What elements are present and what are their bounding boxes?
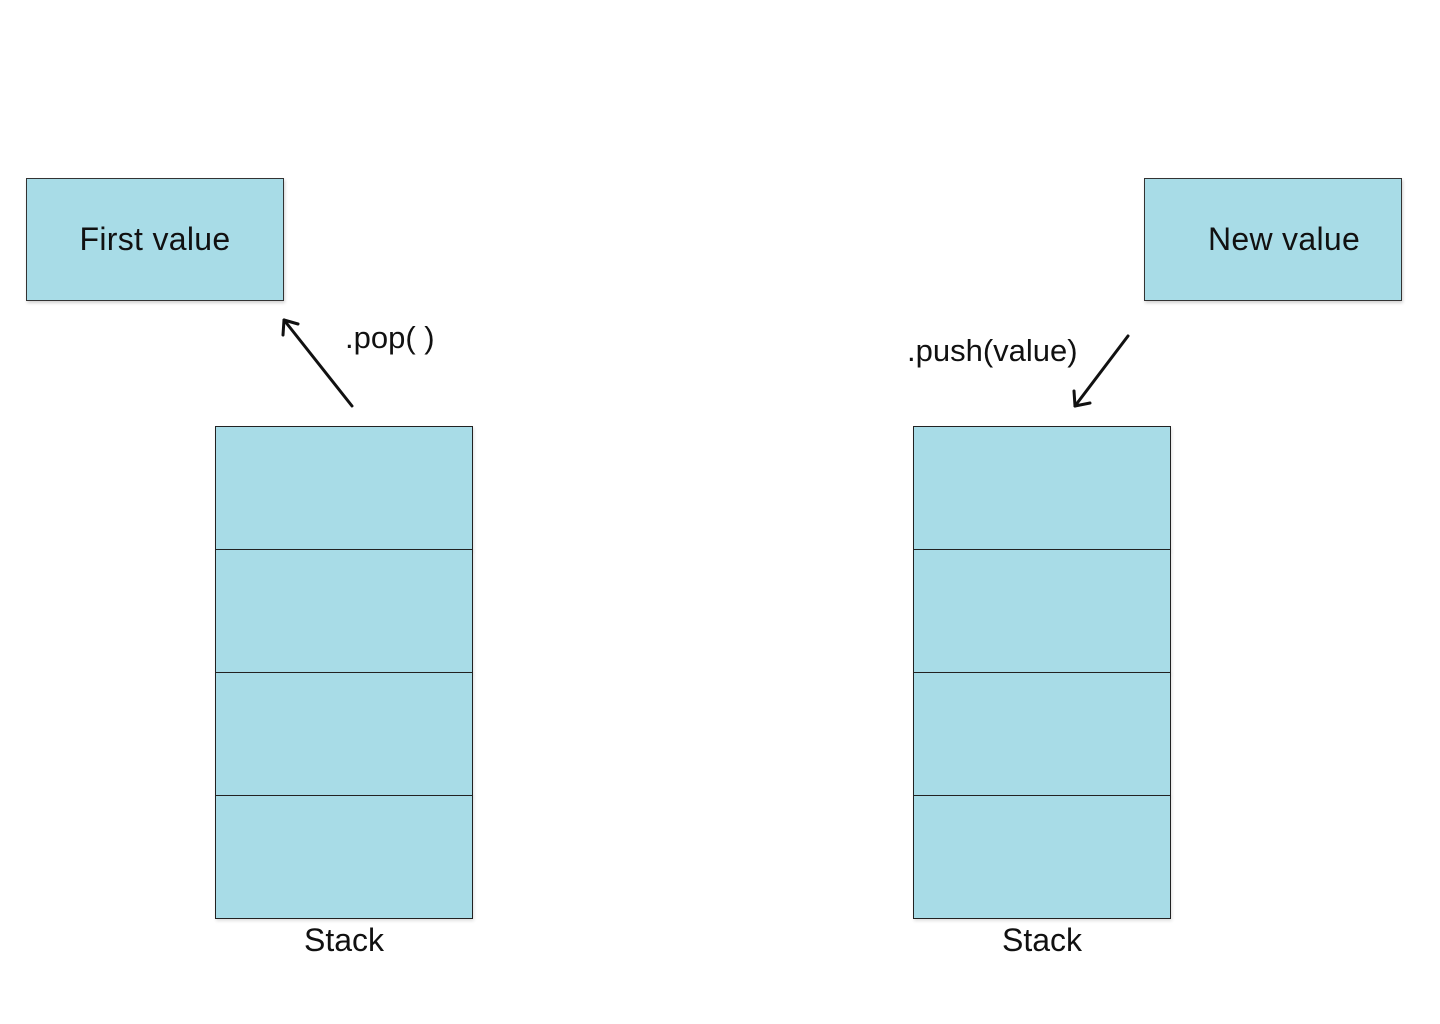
first-value-box: First value — [26, 178, 284, 301]
stack-cell — [913, 672, 1171, 796]
left-stack-caption: Stack — [303, 922, 385, 958]
stack-cell — [913, 549, 1171, 673]
push-operation-label: .push(value) — [907, 333, 1078, 368]
push-arrow-icon — [1072, 334, 1130, 408]
stack-cell — [215, 672, 473, 796]
new-value-label: New value — [1207, 221, 1361, 257]
pop-arrow-icon — [281, 318, 354, 408]
left-stack — [215, 426, 473, 919]
pop-operation-label: .pop( ) — [345, 320, 435, 355]
stack-cell — [215, 426, 473, 550]
new-value-box: New value — [1144, 178, 1402, 301]
stack-cell — [913, 426, 1171, 550]
first-value-label: First value — [79, 221, 231, 257]
stack-cell — [215, 549, 473, 673]
stack-cell — [215, 795, 473, 919]
stack-cell — [913, 795, 1171, 919]
right-stack — [913, 426, 1171, 919]
right-stack-caption: Stack — [1001, 922, 1083, 958]
